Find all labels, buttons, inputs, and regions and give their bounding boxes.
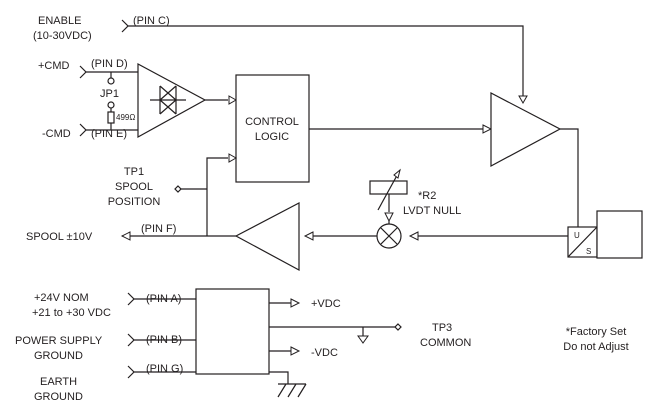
enable-wire [128,25,524,100]
control-logic-block: CONTROL LOGIC [235,74,493,183]
jp1-label: JP1 [100,88,119,100]
tp3-label: TP3 [432,322,452,334]
tp3-test-point [394,323,402,331]
enable-range-label: (10-30VDC) [33,30,92,42]
cmd-plus-label: +CMD [38,60,70,72]
spool-output-label: SPOOL ±10V [26,231,93,243]
driver-to-valve-wire [560,128,579,227]
tp1-test-point [174,185,182,193]
common-ground-symbol [357,335,369,344]
vdc-plus-label: +VDC [311,298,341,310]
footnote-line-2: Do not Adjust [563,341,628,353]
r2-adjust-arrow [393,168,401,179]
control-logic-label-2: LOGIC [255,131,289,143]
connector-pin-b [127,333,135,347]
supply-nominal-label: +24V NOM [34,292,89,304]
pin-c-label: (PIN C) [133,15,170,27]
tp1-position-label: POSITION [108,196,161,208]
pin-e-label: (PIN E) [91,128,127,140]
command-inputs: +CMD (PIN D) -CMD (PIN E) JP1 499Ω [38,58,238,140]
driver-amplifier [490,92,562,168]
valve-box [596,210,643,259]
jp1-pin-top [107,77,115,85]
tp3-common-label: COMMON [420,337,471,349]
control-logic-box [235,74,310,183]
vdc-plus-arrow [290,298,301,308]
amp-symbol [150,85,186,115]
summing-junction-cross [380,227,398,245]
power-supply-box [195,288,270,375]
junction-to-buffer-arrow [303,231,314,241]
enable-label: ENABLE [38,15,81,27]
earth-label-1: EARTH [40,376,77,388]
amp-to-logic-arrow [228,95,238,105]
resistor-label: 499Ω [116,113,135,122]
vdc-minus-label: -VDC [311,347,338,359]
us-converter-diagonal [567,226,598,258]
footnote-line-1: *Factory Set [566,326,627,338]
psg-label-1: POWER SUPPLY [15,335,103,347]
earth-ground-symbol [277,383,307,398]
lvdt-group: U S [408,210,643,259]
connector-pin-g [127,365,135,379]
r2-to-junction-arrow [384,212,394,223]
spool-output-arrow [120,231,131,241]
lvdt-feedback-arrow [408,231,419,241]
connector-pin-d [79,65,87,79]
spool-buffer-group: SPOOL ±10V (PIN F) TP1 SPOOL POSITION [26,153,300,272]
lvdt-null-label: LVDT NULL [403,205,461,217]
power-supply-group: +24V NOM +21 to +30 VDC (PIN A) POWER SU… [15,288,471,403]
supply-range-label: +21 to +30 VDC [32,307,111,319]
us-u-label: U [574,231,580,240]
lvdt-null-group: *R2 LVDT NULL [303,168,461,249]
pin-d-label: (PIN D) [91,58,128,70]
connector-pin-e [79,123,87,137]
tp1-spool-label: SPOOL [115,181,153,193]
spool-feedback-arrow [228,153,238,163]
vdc-minus-arrow [290,346,301,356]
spool-feedback-wire [206,157,228,236]
enable-arrow [518,95,528,105]
jp1-pin-bottom [107,101,115,109]
psg-label-2: GROUND [34,350,83,362]
logic-to-driver-arrow [482,124,493,134]
control-logic-label-1: CONTROL [245,116,299,128]
spool-buffer-amplifier [234,202,300,272]
tp1-label: TP1 [124,166,144,178]
us-s-label: S [586,247,591,256]
pin-f-label: (PIN F) [141,223,176,235]
earth-ground-lead [269,371,289,384]
r2-label: *R2 [418,190,436,202]
connector-pin-a [127,292,135,306]
driver-amplifier-group [490,92,579,227]
resistor-499 [107,111,115,124]
connector-pin-c [121,19,129,33]
earth-label-2: GROUND [34,391,83,403]
enable-input: ENABLE (10-30VDC) (PIN C) [33,15,528,105]
cmd-minus-label: -CMD [42,128,71,140]
pin-g-label: (PIN G) [146,363,183,375]
